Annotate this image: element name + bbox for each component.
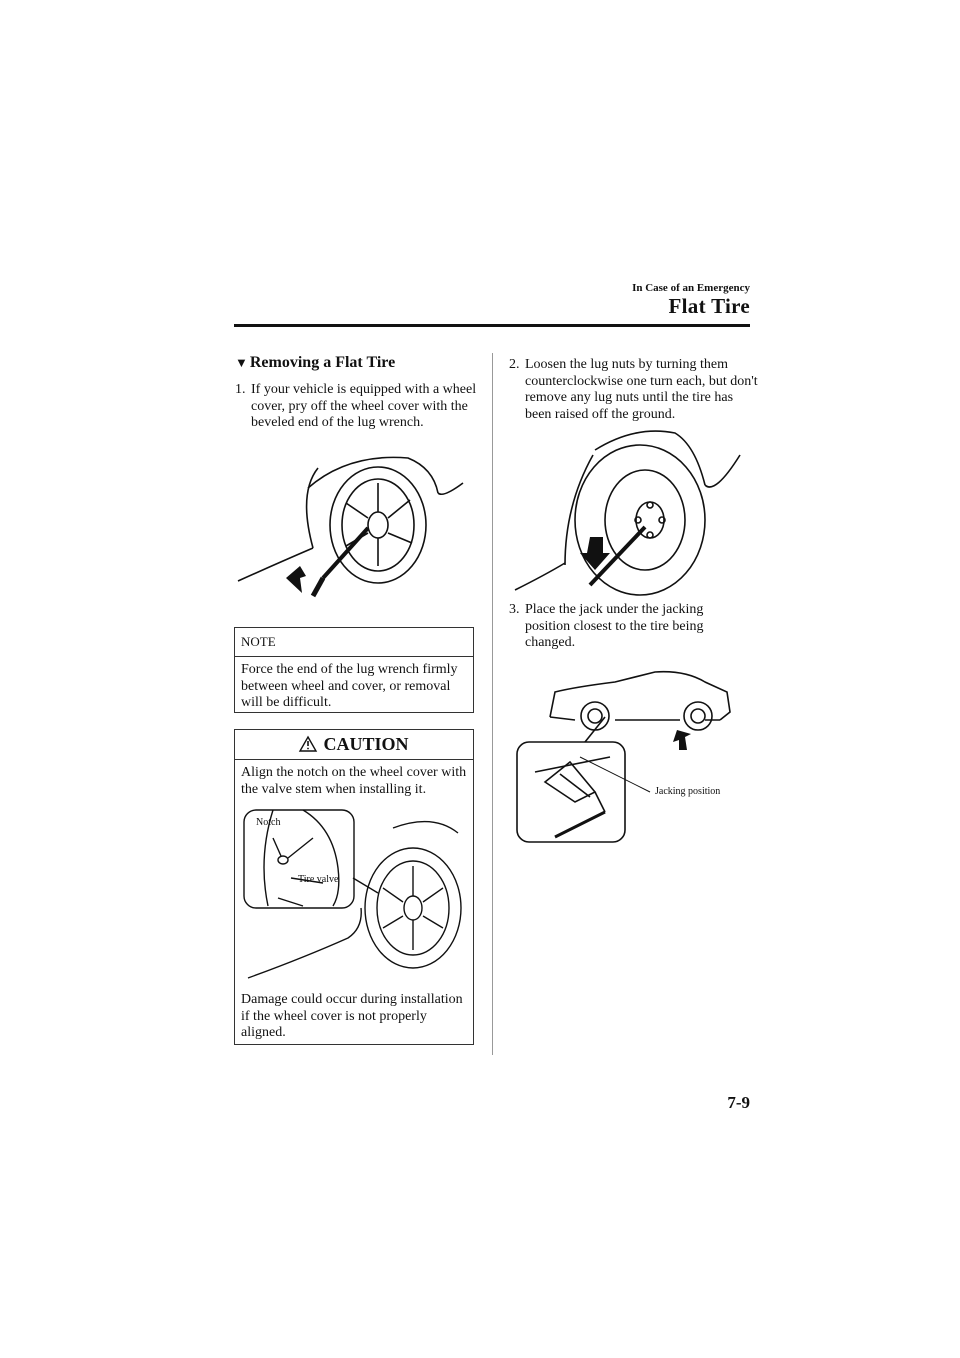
arrow-icon (673, 730, 691, 750)
tire-valve-label: Tire valve (298, 874, 339, 885)
note-label: NOTE (241, 634, 276, 649)
wheel-cover-illustration (237, 456, 464, 598)
page-title: Flat Tire (668, 294, 750, 318)
page-number: 7-9 (727, 1093, 750, 1112)
arrow-icon (580, 537, 610, 570)
lug-nut-loosening-illustration (514, 430, 741, 596)
caution-heading: CAUTION (235, 734, 473, 755)
note-rule (235, 656, 473, 657)
arrow-icon (286, 566, 306, 593)
section-label: In Case of an Emergency (632, 282, 750, 294)
header-rule (234, 324, 750, 327)
step-number: 3. (509, 602, 520, 617)
caution-text-1: Align the notch on the wheel cover with … (241, 765, 467, 797)
column-divider (492, 353, 493, 1055)
step-text: Place the jack under the jacking positio… (525, 602, 704, 650)
triangle-marker-icon: ▼ (235, 355, 248, 370)
step-3: 3. Place the jack under the jacking posi… (509, 602, 739, 652)
caution-label: CAUTION (323, 734, 409, 754)
subheading: ▼Removing a Flat Tire (235, 354, 395, 372)
caution-box: CAUTION Align the notch on the wheel cov… (234, 729, 474, 1045)
warning-triangle-icon (299, 735, 318, 752)
caution-rule (235, 759, 473, 760)
step-number: 2. (509, 357, 520, 372)
step-text: If your vehicle is equipped with a wheel… (251, 382, 477, 430)
step-text: Loosen the lug nuts by turning them coun… (525, 357, 758, 422)
jacking-position-illustration: Jacking position (516, 670, 731, 843)
step-number: 1. (235, 382, 246, 397)
note-box: NOTE Force the end of the lug wrench fir… (234, 627, 474, 713)
step-2: 2. Loosen the lug nuts by turning them c… (509, 357, 759, 423)
note-text: Force the end of the lug wrench firmly b… (241, 662, 458, 710)
jacking-position-label: Jacking position (655, 786, 720, 797)
step-1: 1. If your vehicle is equipped with a wh… (235, 382, 485, 432)
subheading-text: Removing a Flat Tire (249, 354, 396, 371)
valve-alignment-illustration: Notch Tire valve (243, 809, 462, 979)
caution-text-2: Damage could occur during installation i… (241, 992, 463, 1040)
notch-label: Notch (256, 817, 280, 828)
